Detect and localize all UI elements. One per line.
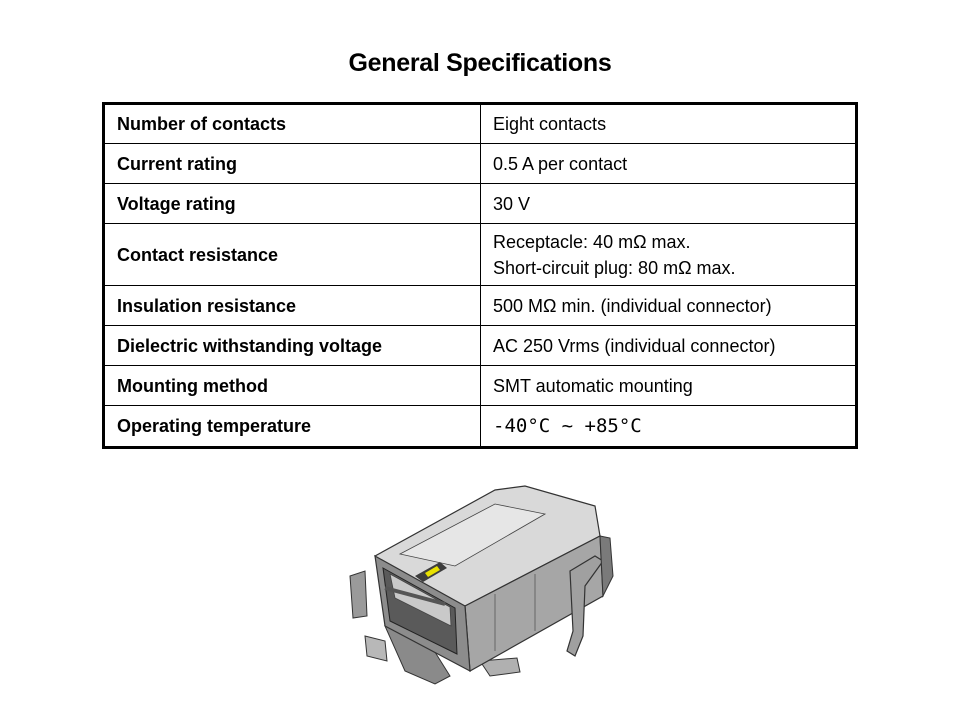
spec-label: Mounting method	[103, 365, 481, 406]
spec-label: Number of contacts	[103, 103, 481, 144]
spec-label: Operating temperature	[103, 405, 481, 448]
table-row: Mounting method SMT automatic mounting	[103, 365, 857, 406]
spec-value: 30 V	[480, 183, 857, 224]
spec-value: Receptacle: 40 mΩ max. Short-circuit plu…	[480, 223, 857, 286]
page-title: General Specifications	[348, 49, 612, 77]
table-row: Voltage rating 30 V	[103, 183, 857, 224]
spec-label: Dielectric withstanding voltage	[103, 325, 481, 366]
spec-label: Current rating	[103, 143, 481, 184]
spec-value-line: Receptacle: 40 mΩ max.	[493, 231, 691, 252]
connector-image	[349, 485, 614, 685]
spec-label: Voltage rating	[103, 183, 481, 224]
spec-value: 500 MΩ min. (individual connector)	[480, 285, 857, 326]
spec-value: AC 250 Vrms (individual connector)	[480, 325, 857, 366]
spec-value: SMT automatic mounting	[480, 365, 857, 406]
table-row: Contact resistance Receptacle: 40 mΩ max…	[103, 223, 857, 286]
spec-value: 0.5 A per contact	[480, 143, 857, 184]
spec-value: Eight contacts	[480, 103, 857, 144]
table-row: Insulation resistance 500 MΩ min. (indiv…	[103, 285, 857, 326]
table-row: Number of contacts Eight contacts	[103, 103, 857, 144]
spec-label: Insulation resistance	[103, 285, 481, 326]
table-row: Current rating 0.5 A per contact	[103, 143, 857, 184]
spec-value: -40°C ~ +85°C	[480, 405, 857, 448]
spec-value-line: Short-circuit plug: 80 mΩ max.	[493, 257, 736, 278]
table-row: Operating temperature -40°C ~ +85°C	[103, 405, 857, 448]
spec-label: Contact resistance	[103, 223, 481, 286]
table-row: Dielectric withstanding voltage AC 250 V…	[103, 325, 857, 366]
spec-table: Number of contacts Eight contacts Curren…	[102, 102, 858, 449]
